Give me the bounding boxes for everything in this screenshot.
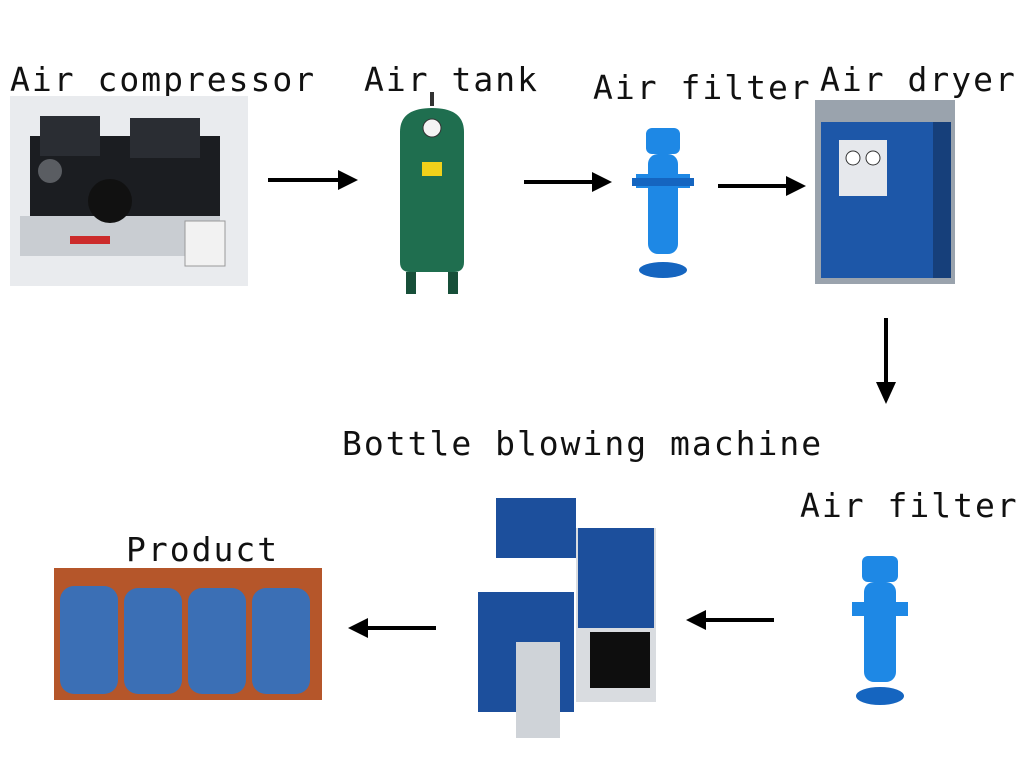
label-air-dryer: Air dryer: [820, 60, 1017, 99]
arrow-right-compressor-to-tank: [268, 170, 358, 190]
air-filter-bottom-image: [852, 556, 908, 705]
air-dryer-image: [815, 100, 955, 284]
air-filter-top-image: [632, 128, 694, 278]
air-tank-image: [400, 92, 464, 294]
arrow-right-tank-to-filter: [524, 172, 612, 192]
label-air-filter-bottom: Air filter: [800, 486, 1019, 525]
bottle-blowing-machine-image: [478, 498, 656, 738]
arrow-down-dryer-to-filter: [876, 318, 896, 404]
arrow-left-machine-to-product: [348, 618, 436, 638]
arrow-left-filter-to-machine: [686, 610, 774, 630]
label-bottle-blowing-machine: Bottle blowing machine: [342, 424, 824, 463]
product-image: [54, 568, 322, 700]
arrow-right-filter-to-dryer: [718, 176, 806, 196]
label-air-tank: Air tank: [364, 60, 539, 99]
label-air-filter-top: Air filter: [593, 68, 812, 107]
label-air-compressor: Air compressor: [10, 60, 317, 99]
label-product: Product: [126, 530, 280, 569]
air-compressor-image: [10, 96, 248, 286]
